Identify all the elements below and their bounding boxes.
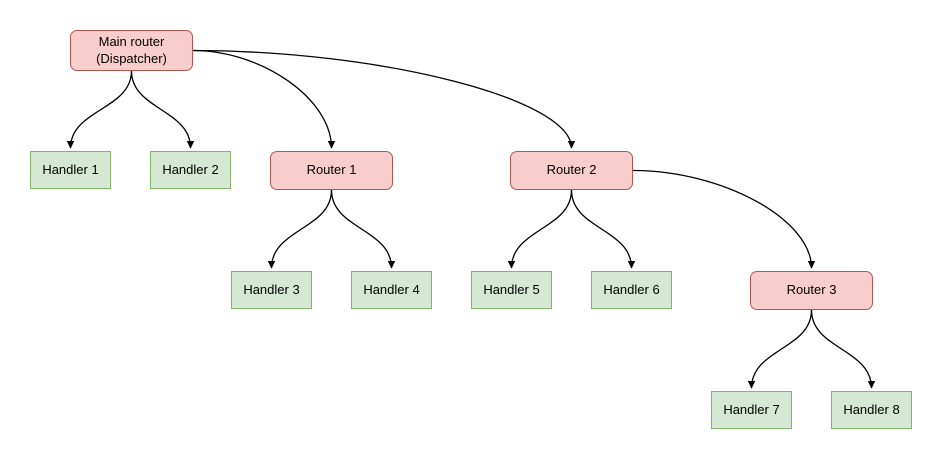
- node-handler-5: Handler 5: [471, 271, 552, 309]
- edge-r2-to-h6: [570, 189, 636, 269]
- node-main-router: Main router (Dispatcher): [70, 30, 193, 71]
- edge-r1-to-h4: [330, 189, 396, 269]
- node-router-3: Router 3: [750, 271, 873, 310]
- edge-r3-to-h8: [810, 309, 876, 389]
- edge-r2-to-h5: [507, 189, 573, 269]
- node-handler-1: Handler 1: [30, 151, 111, 189]
- edge-main-to-r2: [192, 49, 576, 149]
- edge-r2-to-r3: [632, 169, 816, 269]
- node-router-1: Router 1: [270, 151, 393, 190]
- node-handler-4: Handler 4: [351, 271, 432, 309]
- node-handler-2: Handler 2: [150, 151, 231, 189]
- node-router-2: Router 2: [510, 151, 633, 190]
- edge-r3-to-h7: [747, 309, 813, 389]
- node-handler-7: Handler 7: [711, 391, 792, 429]
- edge-main-to-h2: [130, 70, 195, 149]
- edge-r1-to-h3: [267, 189, 333, 269]
- edge-main-to-h1: [66, 70, 133, 149]
- node-handler-6: Handler 6: [591, 271, 672, 309]
- edge-main-to-r1: [192, 49, 336, 149]
- node-handler-3: Handler 3: [231, 271, 312, 309]
- node-handler-8: Handler 8: [831, 391, 912, 429]
